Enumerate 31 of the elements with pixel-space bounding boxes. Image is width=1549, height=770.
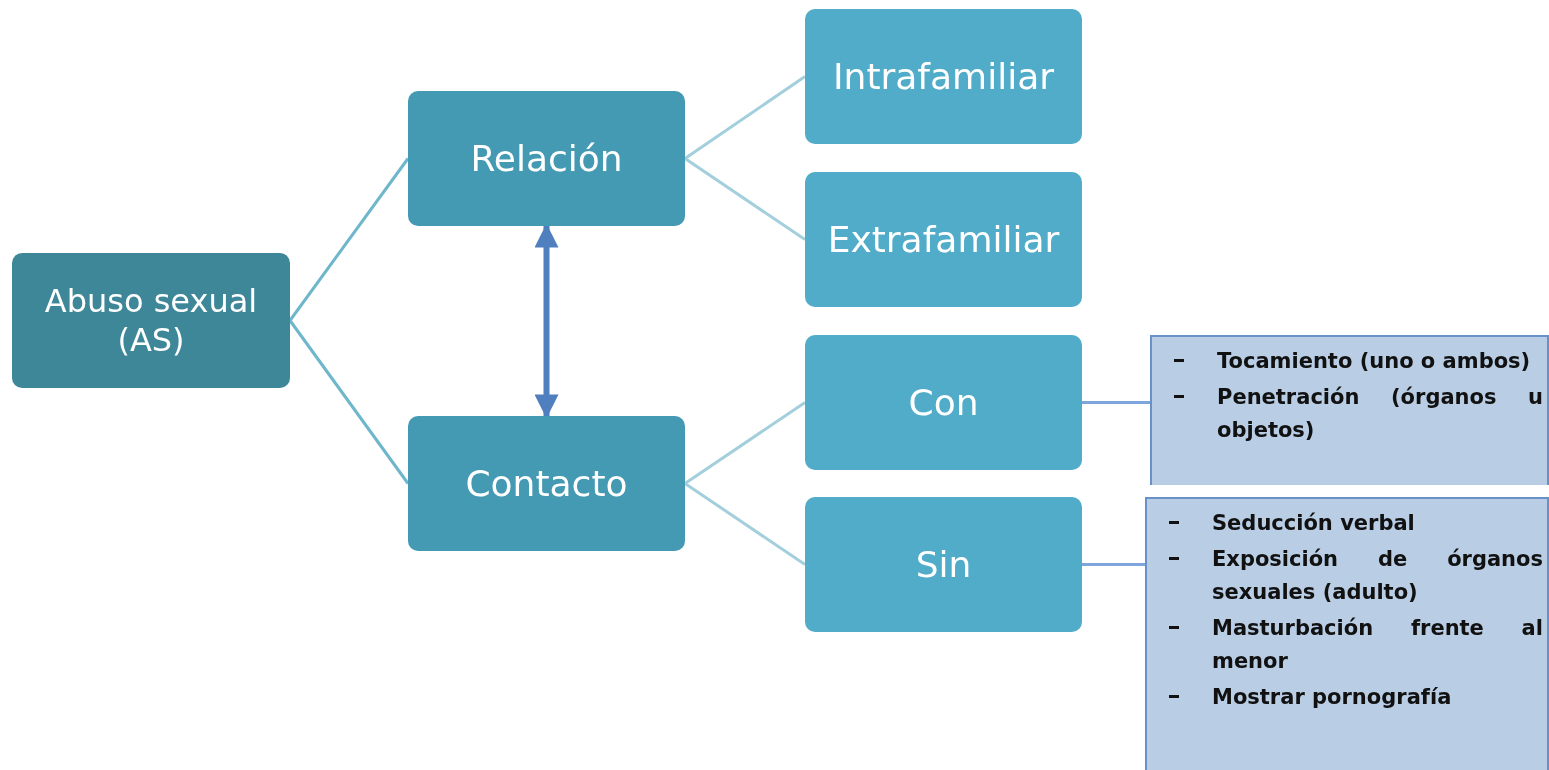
connector-line [684,75,806,160]
connector-line [684,401,806,485]
process-box [12,253,290,388]
note-box [1145,497,1549,770]
box-label: Sin [915,542,972,587]
process-box [408,416,685,551]
connector-line [288,319,410,485]
process-box [805,335,1082,470]
box-label: Abuso sexual (AS) [43,282,259,359]
list-item: Exposición de órganos sexuales (adulto) [1212,545,1543,607]
connector-line [684,482,806,566]
connector-line [684,157,806,241]
connector-line [288,157,410,322]
connector-line [1082,563,1145,566]
process-box [805,172,1082,307]
list-item: Masturbación frente al menor [1212,614,1543,676]
box-label: Extrafamiliar [827,217,1060,262]
box-label: Contacto [465,461,628,506]
list-item: Tocamiento (uno o ambos) [1217,348,1532,375]
box-label: Relación [470,136,623,181]
list-item: Mostrar pornografía [1212,683,1453,711]
box-label: Intrafamiliar [832,54,1055,99]
list-item: Seducción verbal [1212,510,1416,537]
process-box [805,9,1082,144]
box-label: Con [908,380,979,425]
process-box [408,91,685,226]
list-item: Penetración (órganos u objetos) [1217,383,1543,445]
connector-line [1082,401,1150,404]
note-box [1150,335,1549,485]
double-arrow [534,223,559,419]
process-box [805,497,1082,632]
